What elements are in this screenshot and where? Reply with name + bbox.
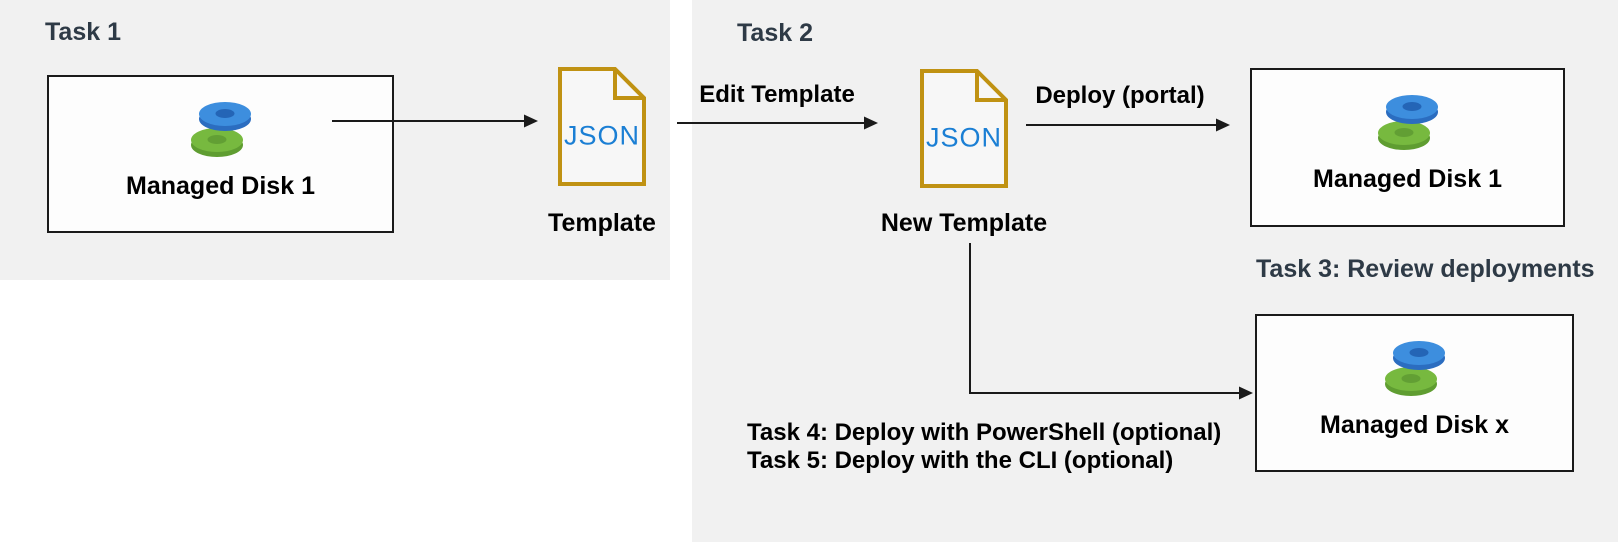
managed-disk-icon xyxy=(1377,95,1438,150)
edit-template-arrow-label: Edit Template xyxy=(699,81,855,108)
json-doc-text: JSON xyxy=(925,122,1003,153)
task5-label: Task 5: Deploy with the CLI (optional) xyxy=(747,447,1174,474)
task1-heading: Task 1 xyxy=(45,18,121,46)
json-doc-text: JSON xyxy=(563,120,641,151)
managed-disk-1-deployed-box: Managed Disk 1 xyxy=(1250,68,1565,227)
new-template-json-file-icon: JSON xyxy=(919,68,1009,189)
managed-disk-1-source-label: Managed Disk 1 xyxy=(126,171,315,200)
managed-disk-1-deployed-label: Managed Disk 1 xyxy=(1313,165,1502,193)
managed-disk-x-box: Managed Disk x xyxy=(1255,314,1574,472)
new-template-caption: New Template xyxy=(880,209,1048,237)
json-document-icon xyxy=(558,67,646,186)
managed-disk-icon xyxy=(1384,340,1445,396)
managed-disk-x-label: Managed Disk x xyxy=(1320,410,1509,439)
task2-heading: Task 2 xyxy=(737,19,813,47)
managed-disk-1-source-box: Managed Disk 1 xyxy=(47,75,394,233)
template-caption: Template xyxy=(548,209,656,237)
template-json-file-icon: JSON xyxy=(557,66,647,187)
json-document-icon xyxy=(920,69,1008,188)
task3-heading: Task 3: Review deployments xyxy=(1256,255,1595,283)
deploy-portal-arrow-label: Deploy (portal) xyxy=(1035,82,1205,109)
managed-disk-icon xyxy=(190,101,251,157)
task4-label: Task 4: Deploy with PowerShell (optional… xyxy=(747,419,1222,446)
